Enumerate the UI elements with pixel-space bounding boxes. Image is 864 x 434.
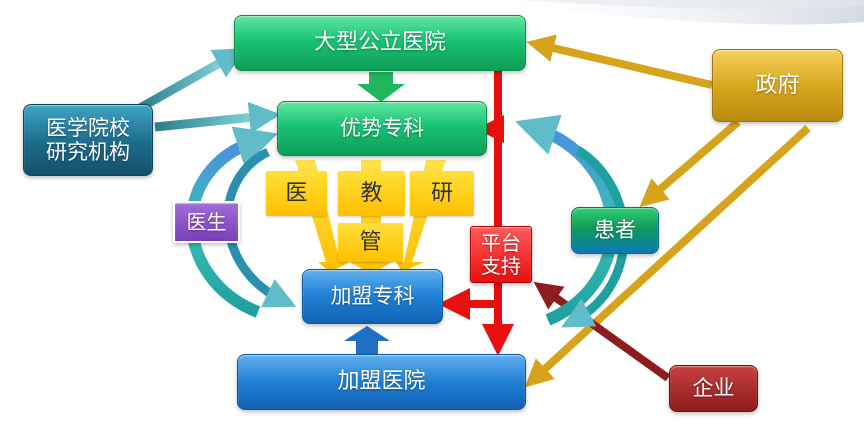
- edge-hospital-to-specialty: [357, 72, 405, 102]
- node-member-specialty: 加盟专科: [302, 269, 443, 324]
- resource-yi: 医: [266, 171, 327, 216]
- node-government: 政府: [712, 49, 843, 122]
- resource-guan: 管: [338, 223, 403, 262]
- edge-government-to-hospital: [526, 34, 713, 89]
- edge-government-to-patient: [639, 118, 741, 208]
- node-patient: 患者: [571, 207, 659, 254]
- edge-school-to-specialty: [154, 101, 281, 134]
- node-platform-support: 平台 支持: [470, 226, 532, 283]
- node-member-hospital: 加盟医院: [237, 354, 526, 410]
- edge-member-hospital-to-specialty: [344, 326, 390, 354]
- node-doctor: 医生: [173, 201, 240, 243]
- node-medical-school-research: 医学院校 研究机构: [23, 104, 153, 176]
- funnel-arrow-center: [350, 160, 392, 274]
- resource-jiao: 教: [338, 171, 405, 216]
- edge-enterprise-to-platform: [533, 281, 671, 382]
- node-large-public-hospital: 大型公立医院: [234, 15, 526, 71]
- node-specialty-advantage: 优势专科: [277, 101, 487, 156]
- node-enterprise: 企业: [669, 365, 758, 412]
- edge-government-to-member-hospital: [524, 125, 811, 388]
- edge-school-to-hospital: [137, 48, 246, 112]
- resource-yan: 研: [410, 171, 474, 216]
